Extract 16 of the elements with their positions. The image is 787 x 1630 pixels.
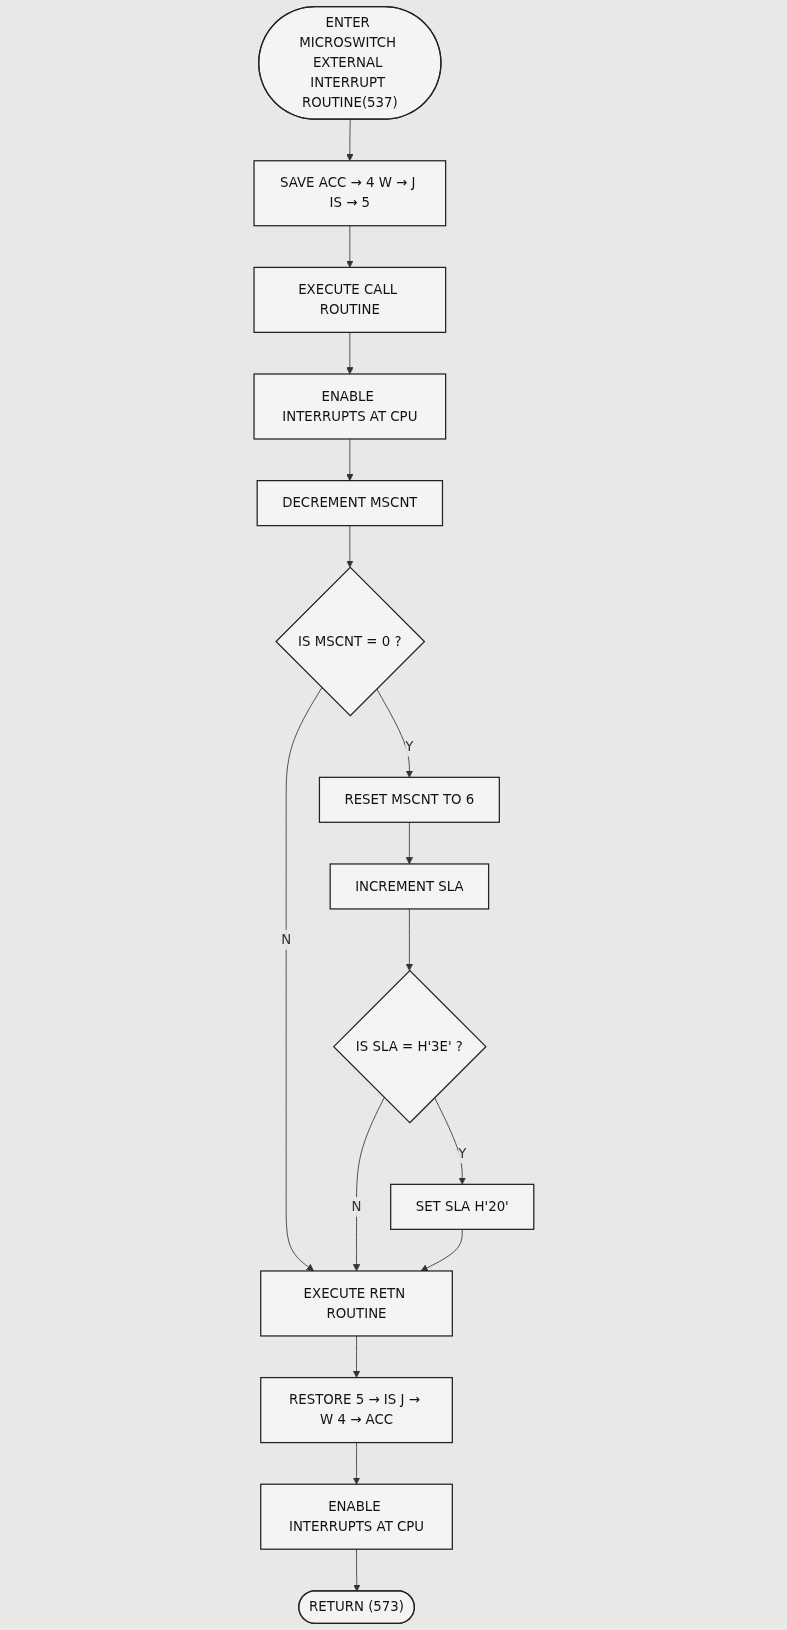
node-box: EXECUTE CALL ROUTINE xyxy=(253,266,446,333)
node-diamond: IS MSCNT = 0 ? xyxy=(274,566,425,717)
node-box: SAVE ACC → 4 W → J IS → 5 xyxy=(253,160,446,227)
node-box: SET SLA H'20' xyxy=(389,1183,534,1230)
edge-label: Y xyxy=(404,738,414,754)
node-box: ENABLE INTERRUPTS AT CPU xyxy=(253,373,446,440)
edge-label: Y xyxy=(457,1145,466,1162)
node-box: RESTORE 5 → IS J → W 4 → ACC xyxy=(259,1376,453,1444)
node-box: EXECUTE RETN ROUTINE xyxy=(259,1270,453,1337)
edge-label: N xyxy=(351,1198,362,1215)
edge-label: N xyxy=(280,931,291,948)
node-box: ENABLE INTERRUPTS AT CPU xyxy=(259,1483,453,1550)
node-diamond: IS SLA = H'3E' ? xyxy=(332,969,487,1124)
node-box: RESET MSCNT TO 6 xyxy=(318,776,500,823)
node-box: DECREMENT MSCNT xyxy=(256,480,443,527)
node-box: INCREMENT SLA xyxy=(329,863,489,910)
